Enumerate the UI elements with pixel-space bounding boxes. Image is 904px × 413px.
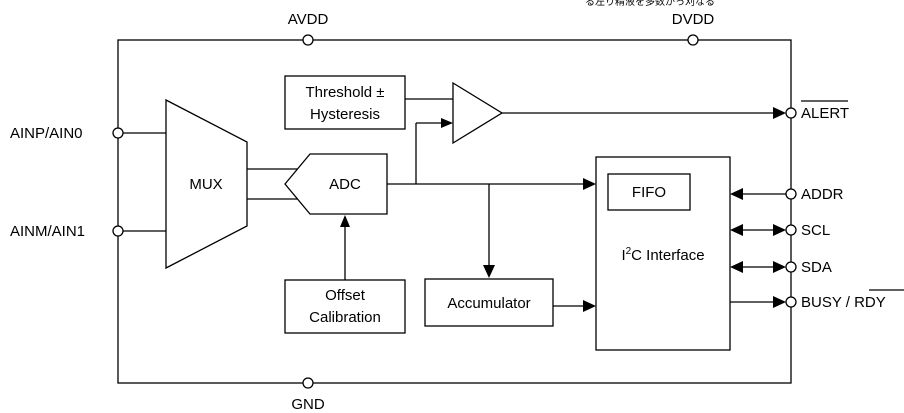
adc-to-i2c-arrow	[583, 178, 596, 190]
sda-arrow-out	[773, 261, 786, 273]
busy-rdy-pin-label: BUSY / RDY	[801, 294, 886, 311]
avdd-pin	[302, 34, 314, 46]
threshold-hysteresis-block	[284, 75, 406, 130]
accumulator-to-i2c-arrow	[583, 300, 596, 312]
addr-pin	[785, 188, 797, 200]
top-cropped-text: る左り精液を多数かっ刈なる	[585, 0, 715, 8]
ainm-pin	[112, 225, 124, 237]
mux-block	[165, 98, 248, 270]
scl-pin	[785, 224, 797, 236]
sda-arrow-in	[730, 261, 743, 273]
rdy-text: RDY	[854, 294, 886, 311]
alert-pin	[785, 107, 797, 119]
threshold-label-line1: Threshold ±	[305, 84, 384, 101]
accumulator-block	[424, 278, 554, 327]
offset-label-line2: Calibration	[309, 309, 381, 326]
addr-pin-label: ADDR	[801, 186, 844, 203]
mux-label: MUX	[189, 176, 222, 193]
offset-label-line1: Offset	[325, 287, 366, 304]
avdd-pin-label: AVDD	[288, 11, 329, 28]
device-outline	[117, 39, 792, 384]
busy-arrow	[773, 296, 786, 308]
scl-arrow-in	[730, 224, 743, 236]
scl-pin-label: SCL	[801, 222, 830, 239]
adc-to-accumulator-arrow	[483, 265, 495, 278]
dvdd-pin	[687, 34, 699, 46]
offset-calibration-block	[284, 279, 406, 334]
busy-rdy-pin	[785, 296, 797, 308]
scl-arrow-out	[773, 224, 786, 236]
comparator	[452, 81, 504, 145]
gnd-pin-label: GND	[291, 396, 325, 413]
ainp-pin-label: AINP/AIN0	[10, 125, 83, 142]
fifo-label: FIFO	[632, 184, 666, 201]
fifo-block	[607, 173, 691, 211]
alert-pin-label: ALERT	[801, 105, 849, 122]
i2c-interface-label: I2C Interface	[621, 246, 704, 264]
sda-pin-label: SDA	[801, 259, 832, 276]
ainp-pin	[112, 127, 124, 139]
threshold-label-line2: Hysteresis	[310, 106, 380, 123]
adc-label: ADC	[329, 176, 361, 193]
alert-arrow	[773, 107, 786, 119]
adc-to-comparator-arrow	[441, 118, 453, 128]
dvdd-pin-label: DVDD	[672, 11, 715, 28]
addr-arrow	[730, 188, 743, 200]
gnd-pin	[302, 377, 314, 389]
sda-pin	[785, 261, 797, 273]
ainm-pin-label: AINM/AIN1	[10, 223, 85, 240]
accumulator-label: Accumulator	[447, 295, 530, 312]
offset-to-adc-arrow	[340, 215, 350, 227]
